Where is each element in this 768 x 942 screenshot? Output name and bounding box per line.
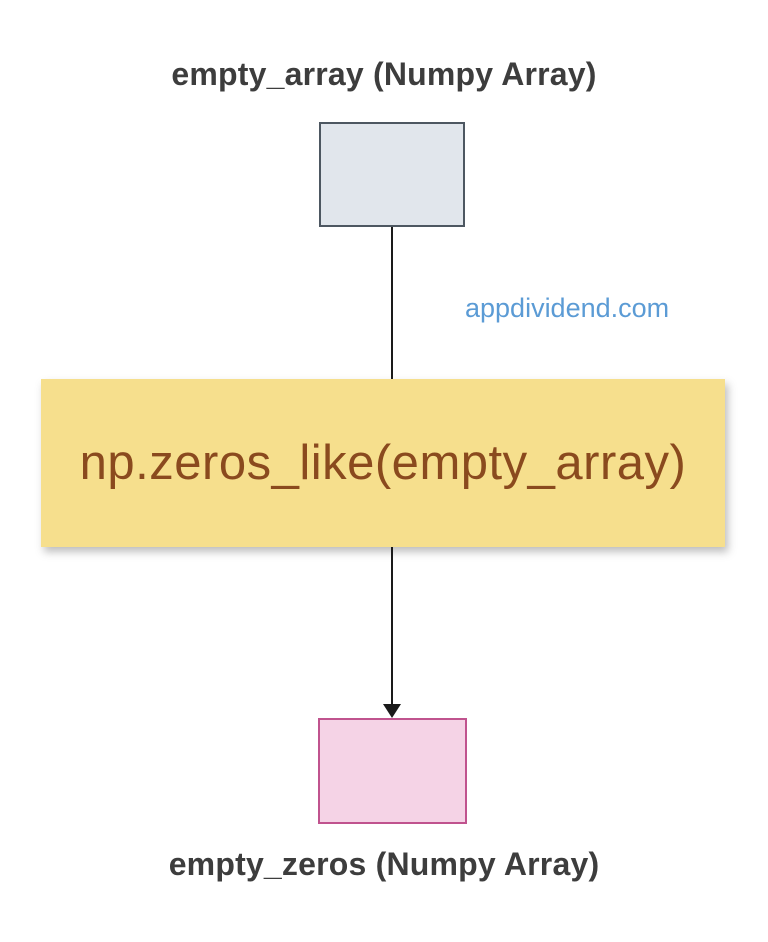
result-array-label: empty_zeros (Numpy Array): [168, 846, 600, 882]
source-array-node: [319, 122, 465, 227]
arrowhead-icon: [383, 704, 401, 718]
operation-banner: np.zeros_like(empty_array): [41, 379, 725, 547]
result-array-node: [318, 718, 467, 824]
source-array-label: empty_array (Numpy Array): [171, 56, 597, 92]
watermark-text: appdividend.com: [465, 293, 670, 323]
arrow-operation-to-result: [391, 547, 393, 705]
operation-label: np.zeros_like(empty_array): [79, 436, 687, 490]
arrow-source-to-operation: [391, 227, 393, 379]
